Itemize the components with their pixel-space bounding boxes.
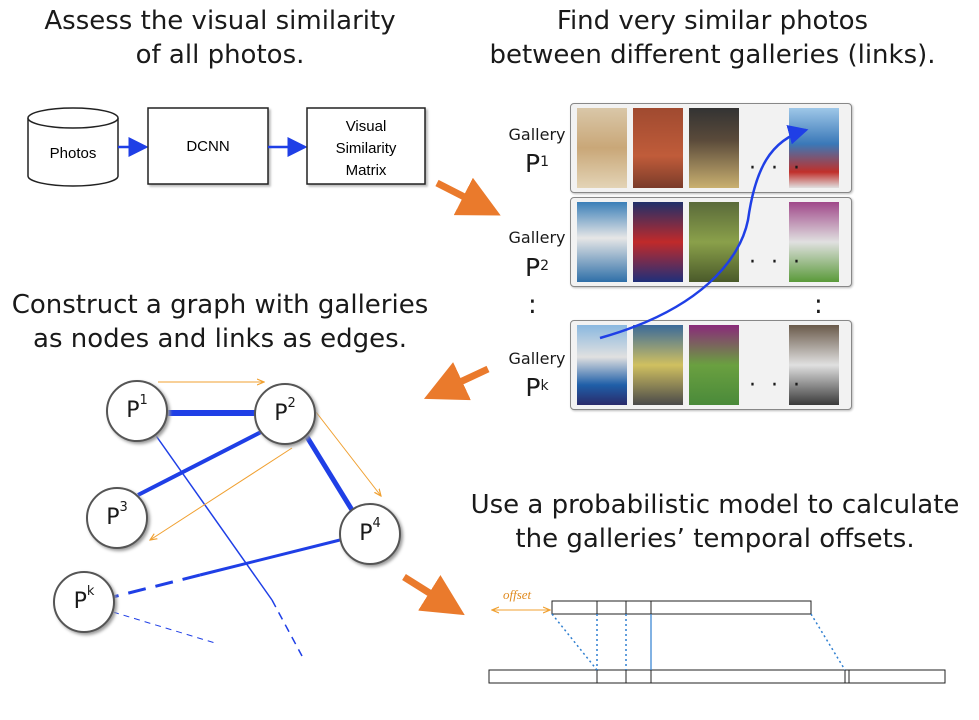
gallery-vertical-ellipsis-right: : [814, 290, 823, 320]
edge-p1-outgoing [151, 429, 273, 601]
gallery-row-p2: · · · [570, 197, 852, 287]
step-arrow-3-to-4 [402, 574, 465, 616]
gallery-photo [789, 325, 839, 405]
gallery-photo [633, 325, 683, 405]
directed-edge-p2-p3 [150, 447, 293, 540]
edge-p4-pk [199, 538, 341, 577]
gallery-row-p1: · · · [570, 103, 852, 193]
graph-node-p1: P1 [106, 380, 168, 442]
step-arrow-1-to-2 [435, 177, 501, 216]
gallery-photo [633, 202, 683, 282]
step4-heading-line2: the galleries’ temporal offsets. [515, 524, 915, 554]
gallery-p2-ellipsis: · · · [749, 250, 804, 275]
timeline-match-1 [551, 613, 598, 671]
graph-node-p4: P4 [339, 503, 401, 565]
matrix-label-line2: Similarity [336, 140, 397, 157]
gallery-p1-symbol: P1 [525, 149, 549, 178]
edge-p2-p3 [137, 428, 266, 497]
graph-node-p2: P2 [254, 383, 316, 445]
step4-heading: Use a probabilistic model to calculate t… [455, 488, 975, 556]
edge-p2-p4 [301, 430, 355, 512]
timeline-diagram [488, 600, 946, 684]
timeline-gallery-b [488, 669, 946, 684]
step1-heading: Assess the visual similarity of all phot… [0, 4, 440, 72]
step2-heading: Find very similar photos between differe… [450, 4, 975, 72]
similarity-matrix-box: Visual Similarity Matrix [306, 107, 426, 185]
step1-heading-line2: of all photos. [135, 40, 305, 70]
gallery-pk-ellipsis: · · · [749, 373, 804, 398]
gallery-photo [789, 108, 839, 188]
step3-heading-line2: as nodes and links as edges. [33, 324, 407, 354]
gallery-photo [689, 108, 739, 188]
edge-pk-outgoing-dashed [112, 611, 216, 644]
gallery-pk-symbol: Pk [525, 373, 549, 402]
gallery-pk-label: Gallery [508, 349, 566, 368]
gallery-row-pk: · · · [570, 320, 852, 410]
step3-heading: Construct a graph with galleries as node… [0, 288, 440, 356]
gallery-vertical-ellipsis-left: : [528, 290, 537, 320]
gallery-p2-symbol: P2 [525, 253, 549, 282]
photos-label: Photos [50, 145, 97, 162]
gallery-photo [689, 325, 739, 405]
step1-heading-line1: Assess the visual similarity [44, 6, 396, 36]
step-arrow-2-to-3 [423, 362, 490, 401]
graph-edges [112, 410, 355, 657]
photos-database-icon: Photos [27, 107, 119, 187]
step2-heading-line1: Find very similar photos [556, 6, 869, 36]
gallery-photo [577, 202, 627, 282]
gallery-photo [789, 202, 839, 282]
timeline-match-5 [810, 613, 846, 671]
matrix-label-line3: Matrix [346, 162, 387, 179]
edge-p1-outgoing-dashed [271, 599, 303, 657]
graph-node-pk: Pk [53, 571, 115, 633]
graph-directed-edges [150, 382, 381, 540]
gallery-photo [633, 108, 683, 188]
dcnn-box: DCNN [147, 107, 269, 185]
gallery-photo [689, 202, 739, 282]
timeline-gallery-a [551, 600, 812, 615]
directed-edge-p2-p4 [315, 411, 381, 496]
step2-heading-line2: between different galleries (links). [489, 40, 936, 70]
matrix-label-line1: Visual [346, 118, 387, 135]
graph-node-p3: P3 [86, 487, 148, 549]
edge-p4-pk-dashed [112, 573, 201, 599]
gallery-photo [577, 108, 627, 188]
dcnn-label: DCNN [186, 138, 229, 155]
offset-label: offset [503, 587, 532, 602]
step3-heading-line1: Construct a graph with galleries [11, 290, 429, 320]
gallery-p2-label: Gallery [508, 228, 566, 247]
gallery-p1-label: Gallery [508, 125, 566, 144]
step4-heading-line1: Use a probabilistic model to calculate [470, 490, 960, 520]
